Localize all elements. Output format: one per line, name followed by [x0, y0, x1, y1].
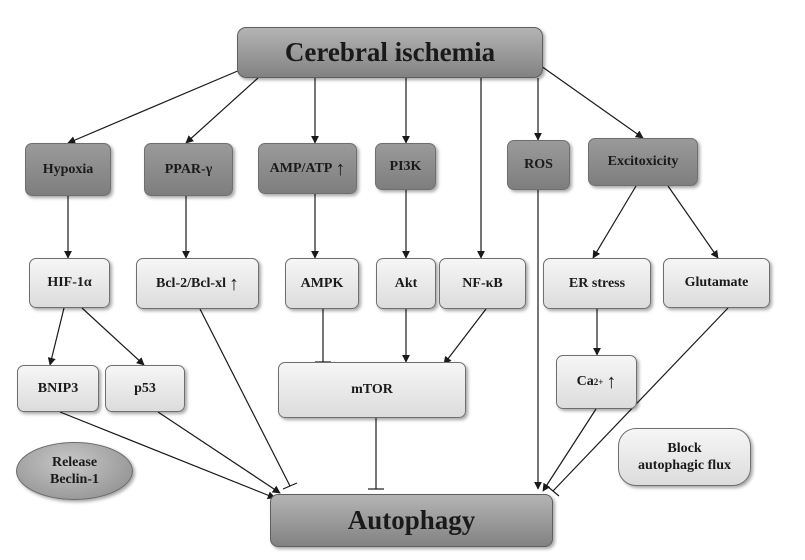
- nf-kb-node: NF-κB: [439, 258, 526, 309]
- edge-ca-autophagy: [542, 408, 597, 492]
- edge-nfkb-mtor: [443, 308, 487, 365]
- ppar-gamma-label: PPAR-γ: [164, 161, 213, 177]
- ros-label: ROS: [524, 157, 553, 172]
- edge-ischemia-hypoxia: [67, 69, 241, 144]
- amp-atp-label: AMP/ATP: [269, 160, 333, 176]
- akt-node: Akt: [376, 258, 436, 309]
- er-stress-node: ER stress: [543, 258, 651, 309]
- nf-kb-label: NF-κB: [462, 275, 503, 291]
- hypoxia-label: Hypoxia: [42, 161, 94, 177]
- edge-ischemia-excitoxicity: [540, 65, 644, 139]
- pi3k-label: PI3K: [389, 158, 422, 174]
- up-arrow-icon: ↑: [335, 157, 346, 180]
- hypoxia-node: Hypoxia: [25, 143, 111, 196]
- beclin-1-label: Beclin-1: [50, 472, 99, 487]
- bnip3-node: BNIP3: [17, 365, 99, 412]
- p53-label: p53: [134, 380, 156, 396]
- akt-label: Akt: [394, 275, 418, 291]
- p53-node: p53: [105, 365, 185, 412]
- hif-1a-label: HIF-1α: [47, 275, 92, 290]
- mtor-label: mTOR: [351, 382, 393, 397]
- bnip3-label: BNIP3: [37, 380, 79, 396]
- autophagy-label: Autophagy: [347, 505, 476, 535]
- up-arrow-icon: ↑: [229, 272, 239, 295]
- edge-excitoxicity-er: [592, 185, 637, 259]
- cerebral-ischemia-node: Cerebral ischemia: [237, 27, 543, 78]
- mtor-node: mTOR: [278, 362, 466, 418]
- er-stress-label: ER stress: [568, 275, 626, 291]
- hif-1a-node: HIF-1α: [29, 258, 110, 308]
- edge-excitoxicity-glutamate: [667, 185, 719, 259]
- ros-node: ROS: [507, 140, 570, 190]
- edge-hif-bnip3: [47, 307, 65, 366]
- edge-bnip3-autophagy: [59, 411, 276, 500]
- glutamate-node: Glutamate: [663, 258, 770, 308]
- block-label: Block: [667, 441, 702, 456]
- cerebral-ischemia-label: Cerebral ischemia: [284, 37, 496, 67]
- block-autophagic-flux-node: Block autophagic flux: [618, 428, 751, 486]
- ampk-label: AMPK: [300, 275, 344, 291]
- bcl-2-bcl-xl-node: Bcl-2/Bcl-xl ↑: [136, 258, 259, 309]
- ampk-node: AMPK: [285, 258, 359, 309]
- pi3k-node: PI3K: [375, 143, 436, 190]
- edge-bcl-autophagy-bar: [282, 482, 298, 490]
- edge-p53-autophagy: [157, 411, 281, 494]
- release-label: Release: [51, 455, 98, 470]
- glutamate-label: Glutamate: [684, 275, 749, 290]
- release-beclin-1-node: Release Beclin-1: [16, 442, 133, 500]
- edge-ischemia-ppar: [185, 77, 259, 144]
- bcl-2-bcl-xl-label: Bcl-2/Bcl-xl: [156, 275, 226, 291]
- amp-atp-node: AMP/ATP ↑: [258, 143, 357, 194]
- ca-superscript: 2+: [593, 377, 604, 387]
- ppar-gamma-node: PPAR-γ: [144, 143, 233, 196]
- up-arrow-icon: ↑: [606, 371, 617, 393]
- edge-hif-p53: [81, 307, 145, 366]
- edge-glutamate-autophagy-inhibit: [552, 307, 729, 492]
- excitoxicity-node: Excitoxicity: [588, 138, 698, 186]
- edge-bcl-autophagy-inhibit: [199, 308, 291, 487]
- excitoxicity-label: Excitoxicity: [607, 154, 679, 169]
- ca-label: Ca: [576, 374, 594, 389]
- autophagic-flux-label: autophagic flux: [638, 458, 731, 473]
- autophagy-node: Autophagy: [270, 494, 553, 547]
- edge-glutamate-autophagy-bar: [546, 485, 560, 497]
